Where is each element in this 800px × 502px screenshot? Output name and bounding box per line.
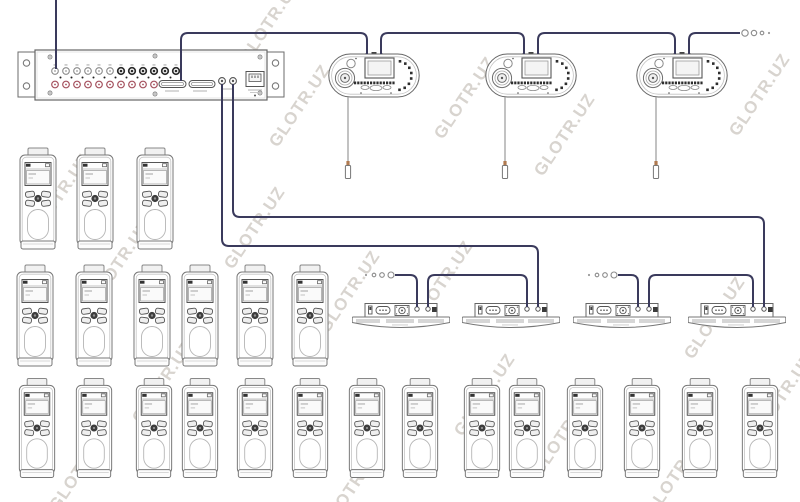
chain-continues-left-1-dot-1 xyxy=(364,273,368,277)
ir-receiver-row3-unit7 xyxy=(348,378,386,478)
cable-radiator-1-to-2 xyxy=(427,274,528,307)
ir-receiver-row3-unit13 xyxy=(681,378,719,478)
mic-band-2 xyxy=(503,161,507,165)
chain-continues-left-2-dot-3 xyxy=(602,272,608,278)
cable-console-1-to-2 xyxy=(380,32,525,54)
ir-receiver-row3-unit12 xyxy=(623,378,661,478)
cable-amp-to-radiator-4 xyxy=(232,84,765,307)
ir-receiver-row2-unit5 xyxy=(236,264,274,367)
ir-receiver-row2-unit6 xyxy=(291,264,329,367)
mic-capsule-3 xyxy=(652,165,660,179)
chain-continues-right-dot-2 xyxy=(750,29,758,37)
ir-receiver-row3-unit9 xyxy=(463,378,501,478)
chain-continues-left-1-dot-2 xyxy=(371,272,377,278)
mic-band-3 xyxy=(654,161,658,165)
ir-radiator-3 xyxy=(573,303,671,328)
ir-receiver-row3-unit10 xyxy=(508,378,546,478)
ir-receiver-row1-unit2 xyxy=(76,147,114,250)
conference-console-3 xyxy=(636,52,728,98)
mic-band-1 xyxy=(346,161,350,165)
ir-receiver-row3-unit11 xyxy=(566,378,604,478)
cable-amp-to-radiator-2 xyxy=(221,84,539,307)
cable-console-3-continue xyxy=(688,32,740,54)
ir-radiator-1 xyxy=(352,303,450,328)
trunk-connector-2 xyxy=(229,77,237,85)
chain-continues-right-dot-1 xyxy=(741,29,749,37)
chain-continues-left-1-dot-4 xyxy=(387,271,395,279)
rack-front-panel xyxy=(34,49,268,101)
mic-capsule-1 xyxy=(344,165,352,179)
ir-receiver-row3-unit6 xyxy=(291,378,329,478)
chain-continues-left-1-dot-3 xyxy=(379,272,385,278)
conference-console-1 xyxy=(328,52,420,98)
ir-receiver-row3-unit2 xyxy=(75,378,113,478)
trunk-connector-1 xyxy=(218,77,226,85)
mic-capsule-2 xyxy=(501,165,509,179)
cable-layer xyxy=(55,0,771,307)
ir-receiver-row3-unit3 xyxy=(135,378,173,478)
dsub-connector-2 xyxy=(188,80,216,92)
rack-io-jacks xyxy=(51,64,181,89)
ir-radiator-2 xyxy=(462,303,560,328)
chain-continues-left-2-dot-4 xyxy=(610,271,618,279)
cable-continue-to-radiator-3 xyxy=(618,274,639,307)
ir-receiver-row3-unit5 xyxy=(236,378,274,478)
cable-amp-to-console-1 xyxy=(180,32,368,81)
cable-continue-to-radiator-1 xyxy=(395,274,418,307)
power-inlet xyxy=(245,71,265,97)
ir-receiver-row2-unit3 xyxy=(133,264,171,367)
ir-receiver-row3-unit14 xyxy=(741,378,779,478)
rack-ear-left xyxy=(17,51,36,98)
ir-receiver-row2-unit1 xyxy=(16,264,54,367)
ir-receiver-row3-unit8 xyxy=(401,378,439,478)
ir-receiver-row3-unit4 xyxy=(181,378,219,478)
chain-continues-left-2-dot-2 xyxy=(594,272,600,278)
ir-radiator-4 xyxy=(688,303,786,328)
dsub-connector-1 xyxy=(158,80,187,92)
cable-console-2-to-3 xyxy=(537,32,676,54)
ir-receiver-row3-unit1 xyxy=(18,378,56,478)
chain-continues-left-2-dot-1 xyxy=(587,273,591,277)
device-layer xyxy=(16,52,786,478)
cable-radiator-3-to-4 xyxy=(648,274,754,307)
rack-ear-right xyxy=(266,51,285,98)
central-amplifier-unit xyxy=(17,49,285,101)
ir-receiver-row1-unit1 xyxy=(19,147,57,250)
rack-screws xyxy=(47,53,263,97)
ir-receiver-row1-unit3 xyxy=(136,147,174,250)
ir-receiver-row2-unit4 xyxy=(181,264,219,367)
chain-continues-right-dot-3 xyxy=(759,30,765,36)
ir-receiver-row2-unit2 xyxy=(75,264,113,367)
conference-console-2 xyxy=(485,52,577,98)
chain-continues-right-dot-4 xyxy=(767,31,771,35)
